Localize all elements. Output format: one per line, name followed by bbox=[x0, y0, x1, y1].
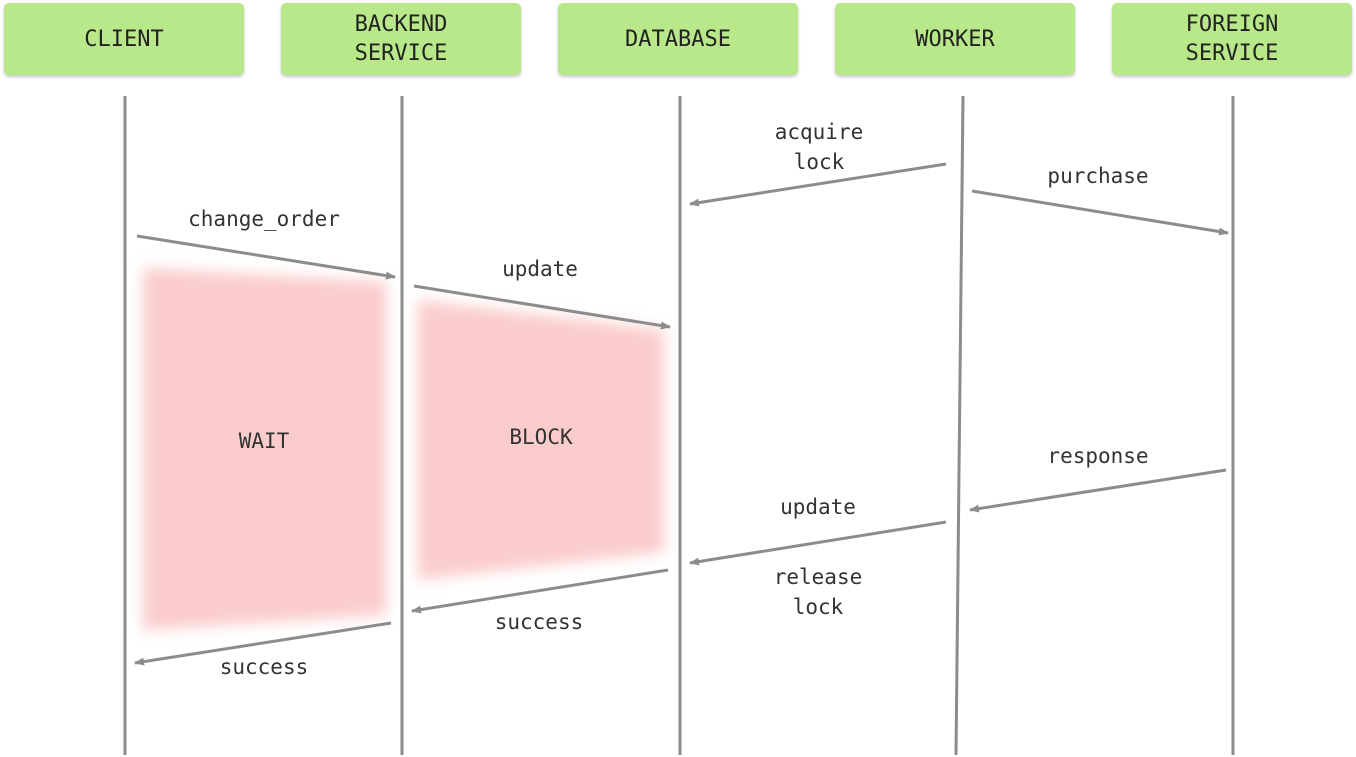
actor-database: DATABASE bbox=[558, 3, 798, 75]
actor-worker: WORKER bbox=[835, 3, 1075, 75]
block-region bbox=[418, 300, 664, 580]
message-label: purchase bbox=[1047, 164, 1148, 188]
message-label: success bbox=[495, 610, 584, 634]
wait-label: WAIT bbox=[239, 429, 290, 453]
actor-backend-service: BACKEND SERVICE bbox=[281, 3, 521, 75]
message-acquire-lock-arrow bbox=[689, 162, 947, 207]
actor-client: CLIENT bbox=[4, 3, 244, 75]
actor-foreign-service: FOREIGN SERVICE bbox=[1112, 3, 1352, 75]
message-label: change_order bbox=[188, 207, 340, 231]
message-label: success bbox=[220, 655, 309, 679]
message-label: response bbox=[1047, 444, 1148, 468]
message-purchase-arrow bbox=[971, 189, 1229, 236]
lifeline-worker bbox=[954, 95, 965, 756]
message-label: update bbox=[780, 495, 856, 519]
message-label: update bbox=[502, 257, 578, 281]
message-response-arrow bbox=[969, 468, 1227, 513]
message-change-order-arrow bbox=[136, 234, 396, 280]
message-update-release-arrow bbox=[689, 520, 947, 566]
block-label: BLOCK bbox=[509, 425, 573, 449]
message-update-arrow bbox=[413, 284, 671, 330]
wait-region bbox=[143, 268, 386, 630]
message-success-db-arrow bbox=[411, 568, 669, 614]
message-success-client-arrow bbox=[134, 621, 392, 666]
